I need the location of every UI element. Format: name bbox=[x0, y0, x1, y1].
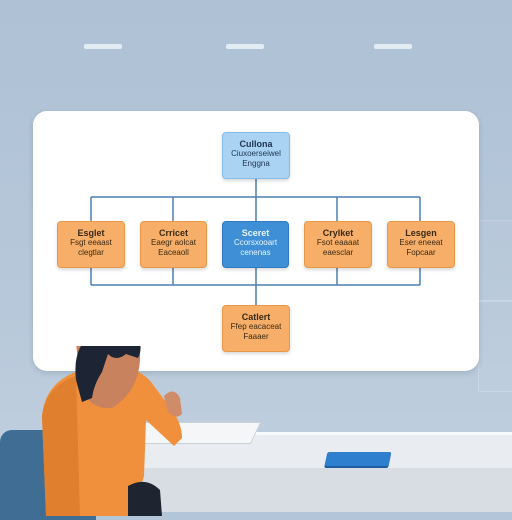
notebook bbox=[324, 452, 392, 466]
wall-panel bbox=[478, 300, 512, 392]
node-title: Sceret bbox=[241, 228, 270, 238]
connector-lines bbox=[90, 179, 421, 305]
diagram-node: Lesgen Eser eneeat Fopcaar bbox=[387, 221, 455, 268]
node-title: Crricet bbox=[158, 228, 188, 238]
diagram-node: Esglet Fsgt eeaast clegtlar bbox=[57, 221, 125, 268]
whiteboard: Cullona Ciuxoerseiwel Enggna Esglet Fsgt… bbox=[33, 111, 479, 371]
node-text: clegtlar bbox=[78, 248, 104, 257]
node-text: Ciuxoerseiwel bbox=[231, 149, 281, 158]
node-text: cenenas bbox=[240, 248, 271, 257]
node-text: eaesclar bbox=[322, 248, 354, 257]
node-text: Eser eneeat bbox=[399, 238, 443, 247]
node-text: Eaegr aolcat bbox=[151, 238, 196, 247]
person-illustration bbox=[42, 346, 182, 516]
node-text: Ffep eacaceat bbox=[230, 322, 282, 331]
diagram-node-selected: Sceret Ccorsxooart cenenas bbox=[222, 221, 289, 268]
node-text: Faaaer bbox=[243, 332, 269, 341]
diagram-node: Crricet Eaegr aolcat Eaceaoll bbox=[140, 221, 207, 268]
desk-front bbox=[120, 468, 512, 512]
node-text: Enggna bbox=[242, 159, 270, 168]
wall-panel bbox=[478, 220, 512, 302]
node-title: Crylket bbox=[322, 228, 354, 238]
diagram-node-bottom: Catlert Ffep eacaceat Faaaer bbox=[222, 305, 290, 352]
diagram-node-root: Cullona Ciuxoerseiwel Enggna bbox=[222, 132, 290, 179]
ceiling-light bbox=[226, 44, 264, 49]
node-title: Esglet bbox=[77, 228, 105, 238]
node-title: Cullona bbox=[239, 139, 273, 149]
node-text: Eaceaoll bbox=[158, 248, 189, 257]
node-text: Fopcaar bbox=[406, 248, 436, 257]
node-title: Lesgen bbox=[405, 228, 437, 238]
diagram-node: Crylket Fsot eaaaat eaesclar bbox=[304, 221, 372, 268]
node-title: Catlert bbox=[241, 312, 271, 322]
node-text: Fsgt eeaast bbox=[70, 238, 112, 247]
node-text: Fsot eaaaat bbox=[316, 238, 360, 247]
ceiling-light bbox=[374, 44, 412, 49]
ceiling-light bbox=[84, 44, 122, 49]
node-text: Ccorsxooart bbox=[233, 238, 278, 247]
